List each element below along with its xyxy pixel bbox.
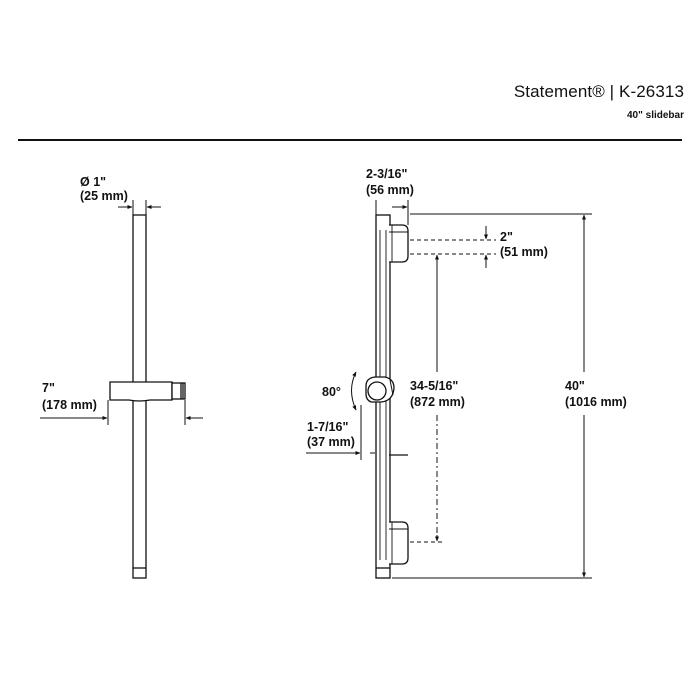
angle-label: 80° <box>322 385 341 399</box>
header-divider <box>18 139 682 141</box>
length-label: 40" <box>565 379 585 393</box>
side-slider <box>109 381 186 402</box>
width-label-metric: (56 mm) <box>366 183 414 197</box>
width-dimension <box>375 200 409 225</box>
projection-label-metric: (178 mm) <box>42 398 97 412</box>
offset-dimension <box>306 405 375 460</box>
front-slider <box>365 376 408 456</box>
bottom-bracket <box>389 521 409 565</box>
span-dimension <box>410 254 445 543</box>
projection-label: 7" <box>42 381 55 395</box>
bracket-dimension <box>410 226 496 268</box>
span-label-metric: (872 mm) <box>410 395 465 409</box>
angle-dimension <box>351 371 357 411</box>
bracket-label: 2" <box>500 230 513 244</box>
product-subtitle: 40" slidebar <box>627 110 684 121</box>
diameter-dimension <box>118 200 161 215</box>
length-dimension <box>392 213 592 579</box>
offset-label: 1-7/16" <box>307 420 348 434</box>
offset-label-metric: (37 mm) <box>307 435 355 449</box>
top-bracket <box>389 224 409 263</box>
left-view <box>40 200 203 579</box>
right-view <box>306 200 592 579</box>
length-label-metric: (1016 mm) <box>565 395 627 409</box>
bracket-label-metric: (51 mm) <box>500 245 548 259</box>
diameter-label: Ø 1" <box>80 175 106 189</box>
span-label: 34-5/16" <box>410 379 458 393</box>
diameter-label-metric: (25 mm) <box>80 189 128 203</box>
product-title: Statement® | K-26313 <box>513 82 684 101</box>
projection-dimension <box>40 400 203 425</box>
width-label: 2-3/16" <box>366 167 407 181</box>
